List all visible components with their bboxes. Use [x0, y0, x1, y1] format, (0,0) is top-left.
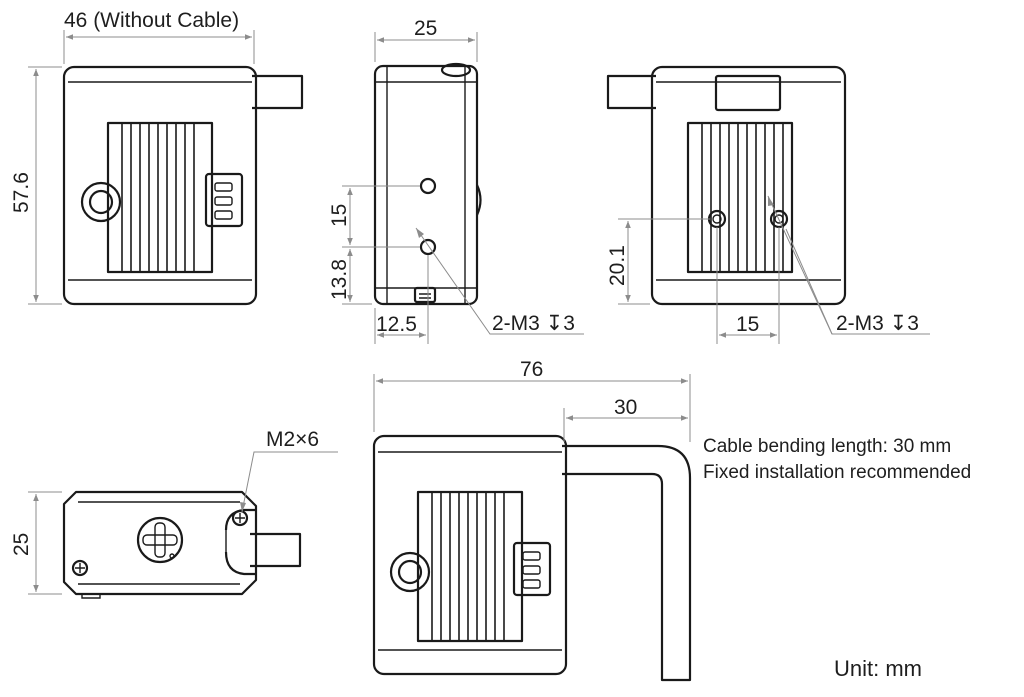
dim-total-length: 76 [520, 358, 543, 381]
side-hole-lower [419, 238, 437, 256]
bottom-focus-dial [136, 516, 184, 564]
dim-back-hole-height: 20.1 [606, 245, 629, 286]
cable-view-knob [389, 551, 431, 593]
side-connector [413, 286, 437, 304]
dim-back-hole-spacing: 15 [736, 313, 759, 336]
front-led-panel [204, 172, 244, 228]
unit-label: Unit: mm [834, 656, 922, 681]
dim-side-width: 25 [414, 17, 437, 40]
dim-width-without-cable: 46 (Without Cable) [64, 9, 239, 32]
dim-hole-spacing-vertical: 15 [328, 204, 351, 227]
back-fins [701, 123, 784, 272]
front-fins [121, 123, 195, 272]
dim-hole-offset-side: 12.5 [376, 313, 417, 336]
bent-cable [562, 444, 692, 682]
front-view-with-cable: 76 30 [372, 358, 692, 682]
side-hole-upper [419, 177, 437, 195]
bottom-screw-left [71, 559, 89, 577]
dim-height: 57.6 [10, 172, 33, 213]
note-installation: Fixed installation recommended [703, 462, 971, 483]
dim-hole-offset-bottom: 13.8 [328, 259, 351, 300]
label-bottom-screws: M2×6 [266, 428, 319, 451]
bottom-view: 25 M2×6 [10, 428, 338, 599]
bottom-screw-right [231, 509, 249, 527]
side-view: 25 15 13.8 12.5 2-M3 ↧3 [328, 17, 584, 344]
dim-cable-offset: 30 [614, 396, 637, 419]
label-back-holes: 2-M3 ↧3 [836, 312, 919, 335]
cable-view-led-panel [512, 541, 552, 597]
back-label-window [714, 74, 782, 112]
front-view: 46 (Without Cable) 57.6 [10, 9, 304, 306]
label-side-holes: 2-M3 ↧3 [492, 312, 575, 335]
note-cable-bending: Cable bending length: 30 mm [703, 436, 951, 457]
cable-view-fins [431, 492, 505, 641]
back-view: 20.1 15 2-M3 ↧3 [606, 65, 930, 344]
front-focus-knob [80, 181, 122, 223]
dim-bottom-width: 25 [10, 533, 33, 556]
